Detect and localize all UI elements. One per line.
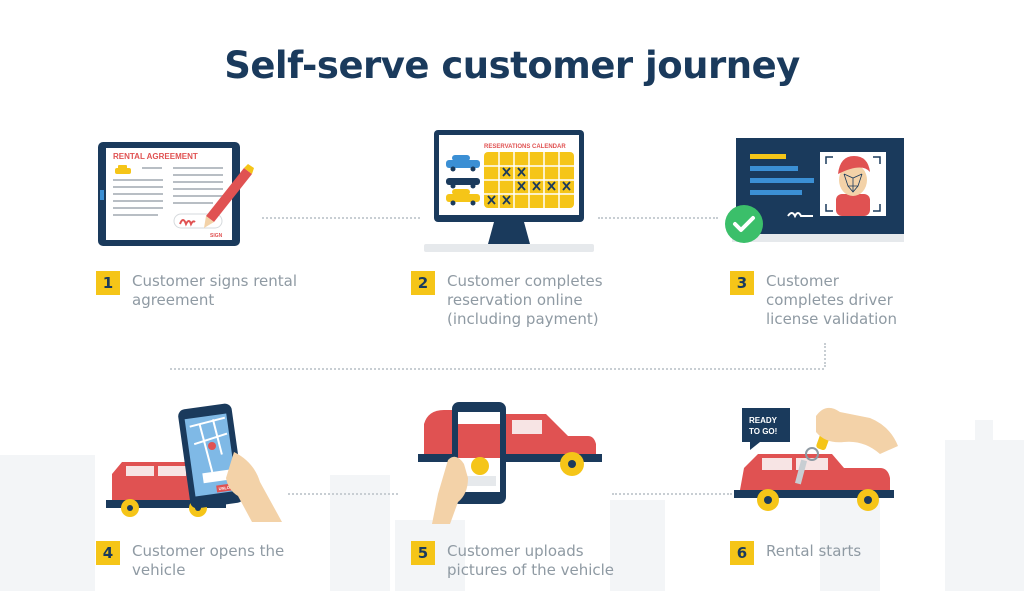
connector-4-5 [288, 493, 398, 495]
reservations-calendar-illustration: RESERVATIONS CALENDAR [424, 130, 594, 252]
calendar-heading: RESERVATIONS CALENDAR [484, 144, 566, 150]
page-title: Self-serve customer journey [224, 44, 800, 87]
red-car-icon [418, 410, 602, 476]
connector-2-3 [598, 217, 718, 219]
car-small-icon [115, 165, 131, 174]
hand-icon [816, 407, 898, 454]
sign-label: SIGN [210, 233, 223, 239]
step-6: 6 Rental starts [730, 541, 862, 565]
connector-row-2 [170, 368, 824, 370]
step-caption: Customer completes reservation online (i… [447, 272, 603, 328]
ready-bubble-line2: TO GO! [749, 427, 777, 436]
connector-5-6 [612, 493, 732, 495]
connector-3-down [824, 343, 826, 367]
step-caption: Customer uploads pictures of the vehicle [447, 542, 615, 579]
hand-icon [226, 452, 282, 522]
step-caption: Customer completes driver license valida… [766, 272, 897, 328]
pencil-icon [204, 164, 254, 228]
step-number: 6 [730, 541, 754, 565]
vehicle-photo-illustration [418, 402, 602, 524]
red-car-icon [734, 454, 894, 511]
step-number: 4 [96, 541, 120, 565]
rental-start-illustration: READY TO GO! [734, 407, 898, 511]
step-4: 4 Customer opens the vehicle [96, 541, 285, 580]
car-convertible-icon [446, 178, 480, 189]
step-1: 1 Customer signs rental agreement [96, 271, 298, 310]
license-validation-illustration [725, 138, 904, 243]
step-caption: Customer signs rental agreement [132, 272, 298, 309]
step-number: 3 [730, 271, 754, 295]
step-2: 2 Customer completes reservation online … [411, 271, 603, 329]
car-yellow-icon [446, 189, 480, 206]
vehicle-unlock-illustration: UNLOCK [106, 403, 282, 522]
step-number: 5 [411, 541, 435, 565]
check-icon [725, 205, 763, 243]
step-number: 2 [411, 271, 435, 295]
connector-1-2 [262, 217, 420, 219]
signature-scribble-icon [787, 212, 813, 219]
ready-speech-bubble: READY TO GO! [742, 408, 790, 450]
hand-icon [432, 456, 468, 524]
signature-scribble-icon [179, 219, 196, 227]
step-number: 1 [96, 271, 120, 295]
rental-agreement-illustration: RENTAL AGREEMENT SIGN [98, 142, 254, 246]
face-scan-icon [825, 156, 881, 216]
step-5: 5 Customer uploads pictures of the vehic… [411, 541, 615, 580]
unlock-button-label: UNLOCK [218, 484, 236, 491]
step-caption: Customer opens the vehicle [132, 542, 285, 579]
rental-agreement-heading: RENTAL AGREEMENT [113, 152, 198, 161]
step-caption: Rental starts [766, 542, 862, 560]
car-blue-icon [446, 155, 480, 172]
step-3: 3 Customer completes driver license vali… [730, 271, 897, 329]
ready-bubble-line1: READY [749, 416, 778, 425]
smartphone-icon [452, 402, 506, 504]
